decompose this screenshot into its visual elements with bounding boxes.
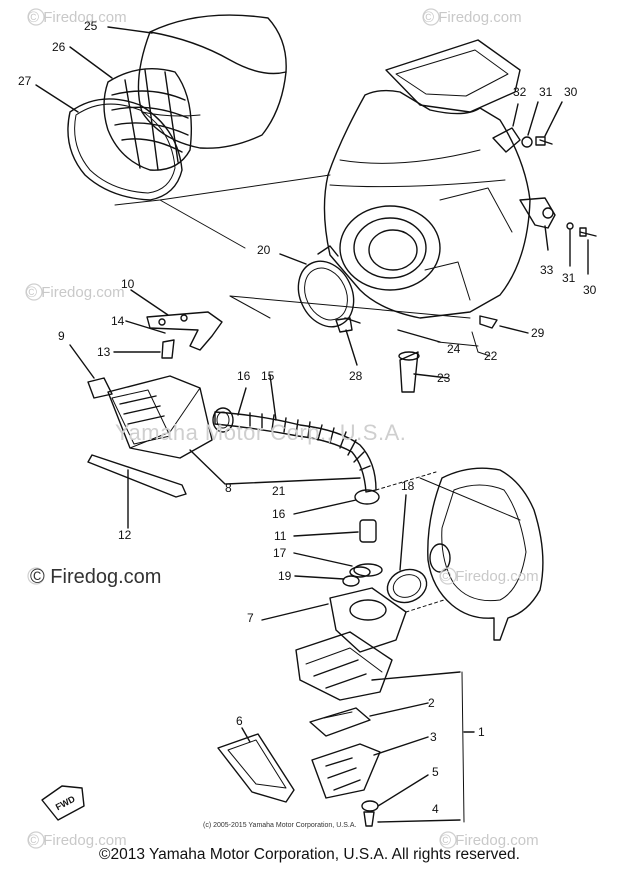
callout-32: 32 <box>513 85 527 99</box>
watermark-firedog-large: © Firedog.com <box>30 566 162 588</box>
callout-15: 15 <box>261 369 275 383</box>
watermark-firedog: © Firedog.com <box>28 832 127 849</box>
callout-29: 29 <box>531 326 545 340</box>
callout-11: 11 <box>274 529 287 543</box>
air-box-housing <box>323 39 531 319</box>
watermark-firedog: © Firedog.com <box>28 9 127 26</box>
callout-20: 20 <box>257 243 271 257</box>
callout-12: 12 <box>118 528 132 542</box>
footer-copyright: ©2013 Yamaha Motor Corporation, U.S.A. A… <box>99 846 520 863</box>
gasket-ring <box>67 98 183 201</box>
watermark-firedog: © Firedog.com <box>26 284 125 301</box>
callout-24: 24 <box>447 342 461 356</box>
air-cleaner-cover <box>137 14 287 149</box>
callout-5: 5 <box>432 765 439 779</box>
air-filter-element <box>103 67 193 171</box>
callout-16: 16 <box>237 369 251 383</box>
callout-14: 14 <box>111 314 125 328</box>
small-copyright: (c) 2005-2015 Yamaha Motor Corporation, … <box>203 822 357 829</box>
callout-6: 6 <box>236 714 243 728</box>
callout-30: 30 <box>564 85 578 99</box>
callout-19: 19 <box>278 569 292 583</box>
callout-25: 25 <box>84 19 98 33</box>
watermark-yamaha: Yamaha Motor Corp., U.S.A. <box>115 420 407 445</box>
watermark-firedog: © Firedog.com <box>440 832 539 849</box>
bracket-upper <box>492 101 563 153</box>
callout-17: 17 <box>273 546 287 560</box>
callout-18: 18 <box>401 479 415 493</box>
engine-case-outline <box>419 467 544 641</box>
callout-30: 30 <box>583 283 597 297</box>
callout-2: 2 <box>428 696 435 710</box>
callout-1: 1 <box>478 725 485 739</box>
callout-3: 3 <box>430 730 437 744</box>
callout-26: 26 <box>52 40 66 54</box>
callout-27: 27 <box>18 74 32 88</box>
callout-31: 31 <box>562 271 576 285</box>
battery-bracket <box>113 289 223 359</box>
bracket-lower <box>519 197 597 275</box>
callout-21: 21 <box>272 484 286 498</box>
callout-4: 4 <box>432 802 439 816</box>
callout-22: 22 <box>484 349 498 363</box>
callout-16: 16 <box>272 507 286 521</box>
callout-7: 7 <box>247 611 254 625</box>
battery-box <box>69 344 226 485</box>
reed-valve-assembly <box>261 587 407 827</box>
watermark-firedog: © Firedog.com <box>440 568 539 585</box>
callout-33: 33 <box>540 263 554 277</box>
callout-8: 8 <box>225 481 232 495</box>
callout-23: 23 <box>437 371 451 385</box>
watermark-firedog: © Firedog.com <box>423 9 522 26</box>
callout-9: 9 <box>58 329 65 343</box>
battery-strap <box>87 454 187 498</box>
fwd-arrow-shape <box>41 785 85 821</box>
callout-31: 31 <box>539 85 553 99</box>
callout-10: 10 <box>121 277 135 291</box>
callout-13: 13 <box>97 345 111 359</box>
callout-28: 28 <box>349 369 363 383</box>
